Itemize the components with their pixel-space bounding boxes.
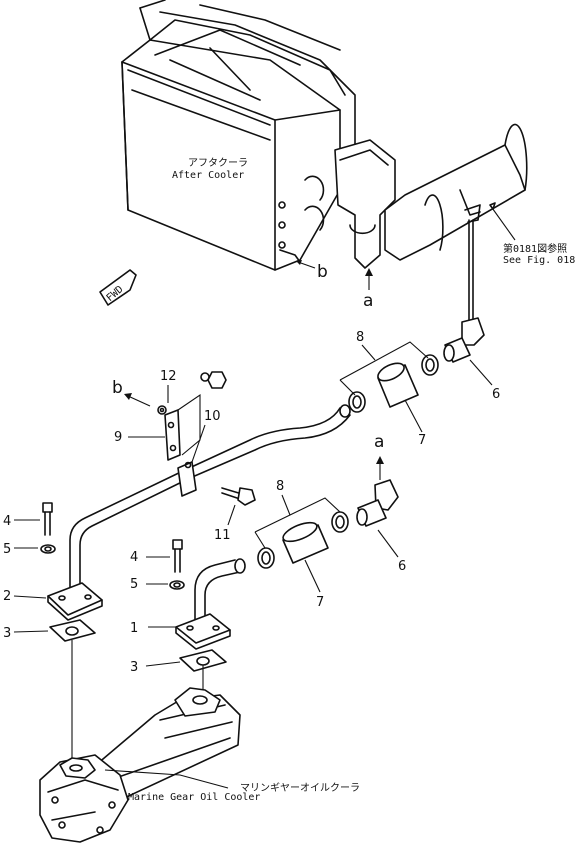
letter-a-mid: a (374, 432, 384, 452)
pipe-1 (175, 558, 246, 650)
nut-12 (207, 371, 227, 389)
elbow-6-upper (443, 317, 485, 363)
callout-2: 2 (3, 589, 11, 604)
letter-b-top: b (317, 262, 328, 282)
washer-5-right (169, 580, 185, 590)
bolt-4-left (42, 502, 53, 536)
bolt-11 (221, 487, 256, 506)
bracket-10 (177, 461, 197, 497)
callout-5-right: 5 (130, 577, 138, 592)
callout-6-lower: 6 (398, 559, 406, 574)
washer-5-left (40, 544, 56, 554)
callout-3-right: 3 (130, 660, 138, 675)
callout-6-upper: 6 (492, 387, 500, 402)
letter-a-top: a (363, 291, 373, 311)
hose-7-upper (377, 362, 419, 408)
washer-12 (157, 405, 167, 415)
letter-b-mid: b (112, 378, 123, 398)
clamp-8-lower-left (257, 547, 275, 569)
bolt-4-right (172, 539, 183, 573)
clamp-8-lower-right (331, 511, 349, 533)
gasket-3-left (49, 619, 96, 642)
callout-4-left: 4 (3, 514, 11, 529)
callout-9: 9 (114, 430, 122, 445)
pipe-2 (47, 404, 351, 621)
b-mid-arrow (124, 393, 132, 400)
callout-5-left: 5 (3, 542, 11, 557)
aftercooler-drawing (121, 0, 528, 321)
a-top-arrow (365, 268, 373, 276)
elbow-6-lower (356, 479, 399, 527)
aftercooler-label-en: After Cooler (172, 170, 244, 181)
fwd-arrow: FWD (99, 269, 137, 306)
oil-cooler-label-en: Marine Gear Oil Cooler (128, 792, 260, 803)
see-fig-jp: 第0181図参照 (503, 242, 567, 255)
oil-cooler-drawing (39, 687, 241, 843)
a-mid-arrow (376, 456, 384, 464)
b-top-arrow (296, 260, 302, 265)
callout-4-right: 4 (130, 550, 138, 565)
aftercooler-label-jp: アフタクーラ (188, 157, 248, 169)
oil-cooler-label-jp: マリンギヤーオイルクーラ (240, 782, 360, 794)
callout-1: 1 (130, 621, 138, 636)
callout-10: 10 (204, 409, 221, 424)
callout-8-upper: 8 (356, 330, 364, 345)
gasket-3-right (179, 649, 227, 672)
callout-11: 11 (214, 528, 231, 543)
bracket-9 (164, 393, 201, 461)
hose-7-lower (282, 521, 329, 564)
callout-8-lower: 8 (276, 479, 284, 494)
clamp-8-upper-right (421, 354, 439, 376)
clamp-8-upper-left (348, 391, 366, 413)
callout-7-lower: 7 (316, 595, 324, 610)
callout-12: 12 (160, 369, 177, 384)
callout-3-left: 3 (3, 626, 11, 641)
see-fig-en: See Fig. 0181 (503, 255, 575, 266)
callout-7-upper: 7 (418, 433, 426, 448)
